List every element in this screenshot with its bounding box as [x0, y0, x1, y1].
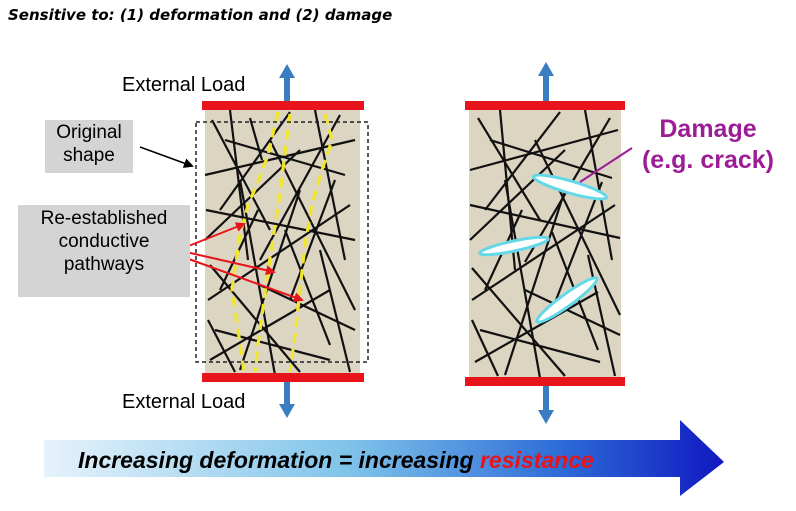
reestablished-line-1: Re-established: [40, 208, 168, 229]
reestablished-line-3: pathways: [63, 254, 145, 275]
page-title: Sensitive to: (1) deformation and (2) da…: [8, 6, 393, 24]
crack-1: [531, 173, 609, 201]
right-top-plate: [465, 101, 625, 110]
original-shape-pointer: [139, 146, 194, 168]
right-specimen: [465, 101, 625, 386]
cracks: [478, 173, 609, 324]
original-shape-line-1: Original: [56, 122, 122, 143]
deformation-banner-arrow: [44, 420, 724, 496]
banner-text: Increasing deformation = increasing: [78, 447, 480, 473]
damage-line-2: (e.g. crack): [641, 146, 774, 174]
left-load-arrows: [279, 64, 295, 418]
damage-label: Damage (e.g. crack): [632, 114, 784, 176]
external-load-bottom-label: External Load: [122, 391, 246, 413]
left-specimen: [195, 101, 369, 382]
reestablished-line-2: conductive: [58, 231, 150, 252]
original-shape-label: Original shape: [45, 120, 133, 173]
crack-3: [535, 276, 599, 324]
right-load-arrows: [538, 62, 554, 424]
banner-caption: Increasing deformation = increasing resi…: [78, 447, 594, 474]
pathway-pointers: [185, 222, 304, 302]
reestablished-pathways-label: Re-established conductive pathways: [18, 205, 190, 297]
banner-emphasis: resistance: [479, 447, 594, 473]
damage-pointer: [579, 147, 633, 183]
bottom-plate: [202, 373, 364, 382]
external-load-top-label: External Load: [122, 74, 246, 96]
conductive-pathways: [230, 111, 334, 373]
right-bottom-plate: [465, 377, 625, 386]
damage-line-1: Damage: [659, 115, 757, 143]
top-plate: [202, 101, 364, 110]
original-shape-line-2: shape: [63, 145, 115, 166]
crack-2: [478, 235, 550, 257]
